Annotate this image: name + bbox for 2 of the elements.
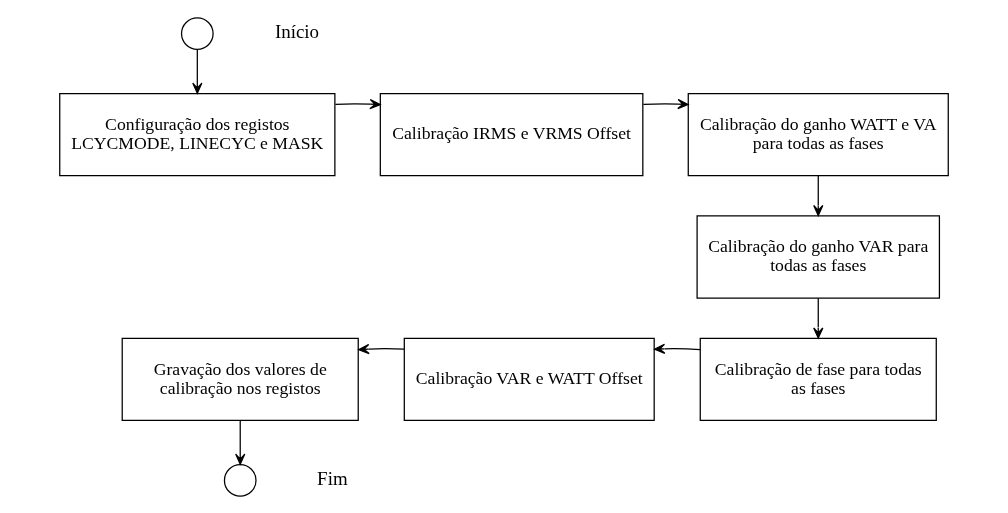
node-label: Início <box>274 20 320 42</box>
node-label: Fim <box>317 467 348 489</box>
